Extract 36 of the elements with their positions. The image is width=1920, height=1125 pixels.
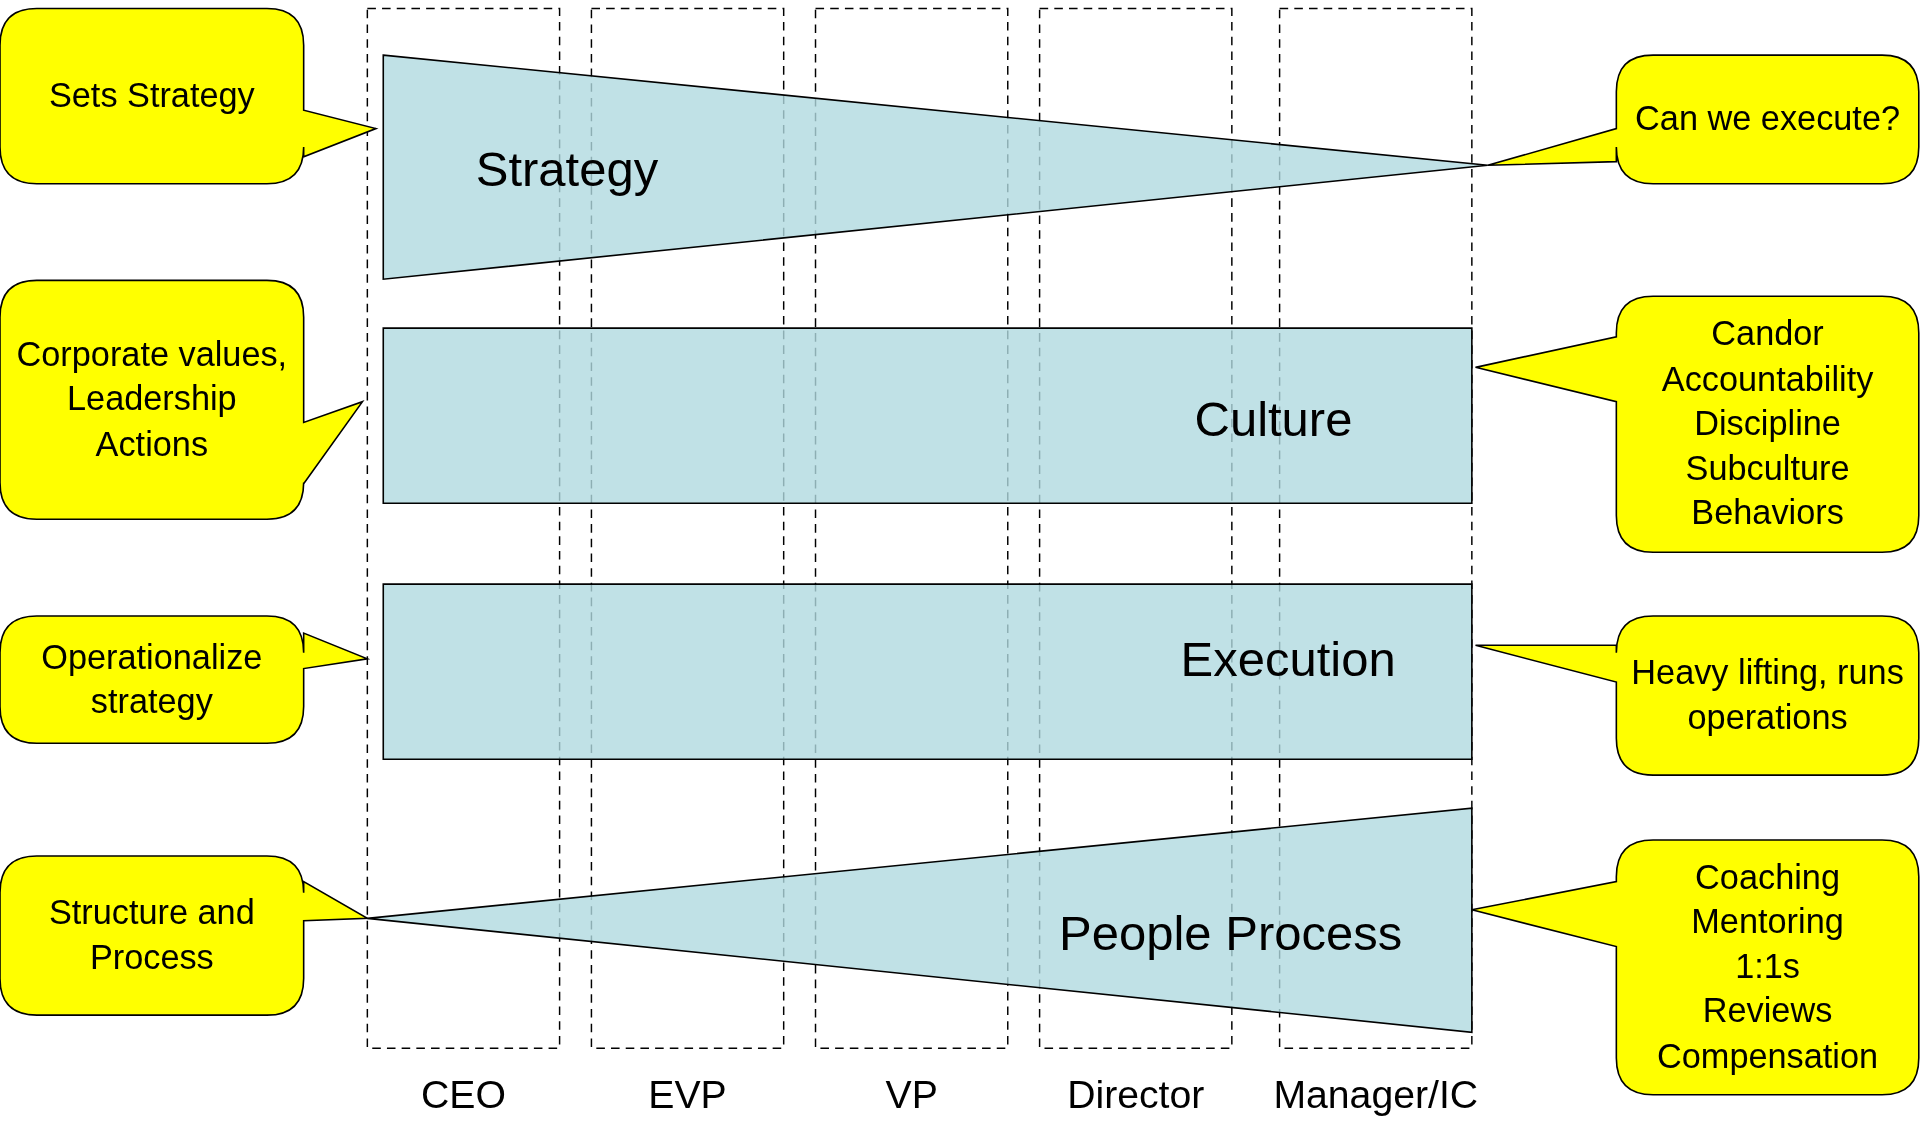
callout-bubble bbox=[0, 615, 368, 744]
callout-text: Accountability bbox=[1660, 358, 1875, 400]
callout-text: Operationalize strategy bbox=[40, 636, 264, 722]
callout-text: Coaching bbox=[1694, 857, 1841, 899]
callout-text: Discipline bbox=[1693, 403, 1842, 445]
callout-text: Structure and Process bbox=[47, 892, 256, 978]
callout-text: Subculture bbox=[1684, 448, 1851, 489]
column-label: EVP bbox=[648, 1071, 727, 1119]
callout-text: Reviews bbox=[1701, 991, 1834, 1033]
wedge-shape bbox=[383, 55, 1488, 280]
callout-text: Heavy lifting, runs operations bbox=[1630, 652, 1905, 738]
column-label: VP bbox=[885, 1071, 938, 1119]
band-shape bbox=[383, 328, 1472, 504]
callout-bubble bbox=[0, 280, 363, 520]
callout-text: Mentoring bbox=[1690, 901, 1845, 943]
wedge-shape bbox=[367, 808, 1472, 1033]
column-label: CEO bbox=[421, 1071, 506, 1119]
callout-bubble bbox=[1487, 55, 1919, 184]
band-shape bbox=[383, 584, 1472, 760]
callout-text: 1:1s bbox=[1734, 946, 1801, 988]
column-label: Manager/IC bbox=[1273, 1071, 1479, 1119]
shape-label: Execution bbox=[1180, 630, 1396, 688]
callout-text: Candor bbox=[1710, 314, 1825, 356]
callout-bubble bbox=[0, 8, 376, 184]
shape-label: Culture bbox=[1194, 390, 1353, 448]
callout-bubble bbox=[0, 855, 368, 1016]
column-label: Director bbox=[1067, 1071, 1205, 1119]
shape-label: People Process bbox=[1059, 905, 1403, 962]
callout-text: Sets Strategy bbox=[47, 75, 256, 117]
callout-text: Can we execute? bbox=[1634, 98, 1901, 140]
shape-label: Strategy bbox=[475, 141, 659, 198]
callout-text: Compensation bbox=[1656, 1035, 1880, 1077]
callout-text: Corporate values, Leadership Actions bbox=[15, 334, 289, 465]
callout-text: Behaviors bbox=[1690, 492, 1845, 534]
callout-bubble bbox=[1475, 615, 1919, 776]
callout-bubble bbox=[1475, 296, 1919, 553]
